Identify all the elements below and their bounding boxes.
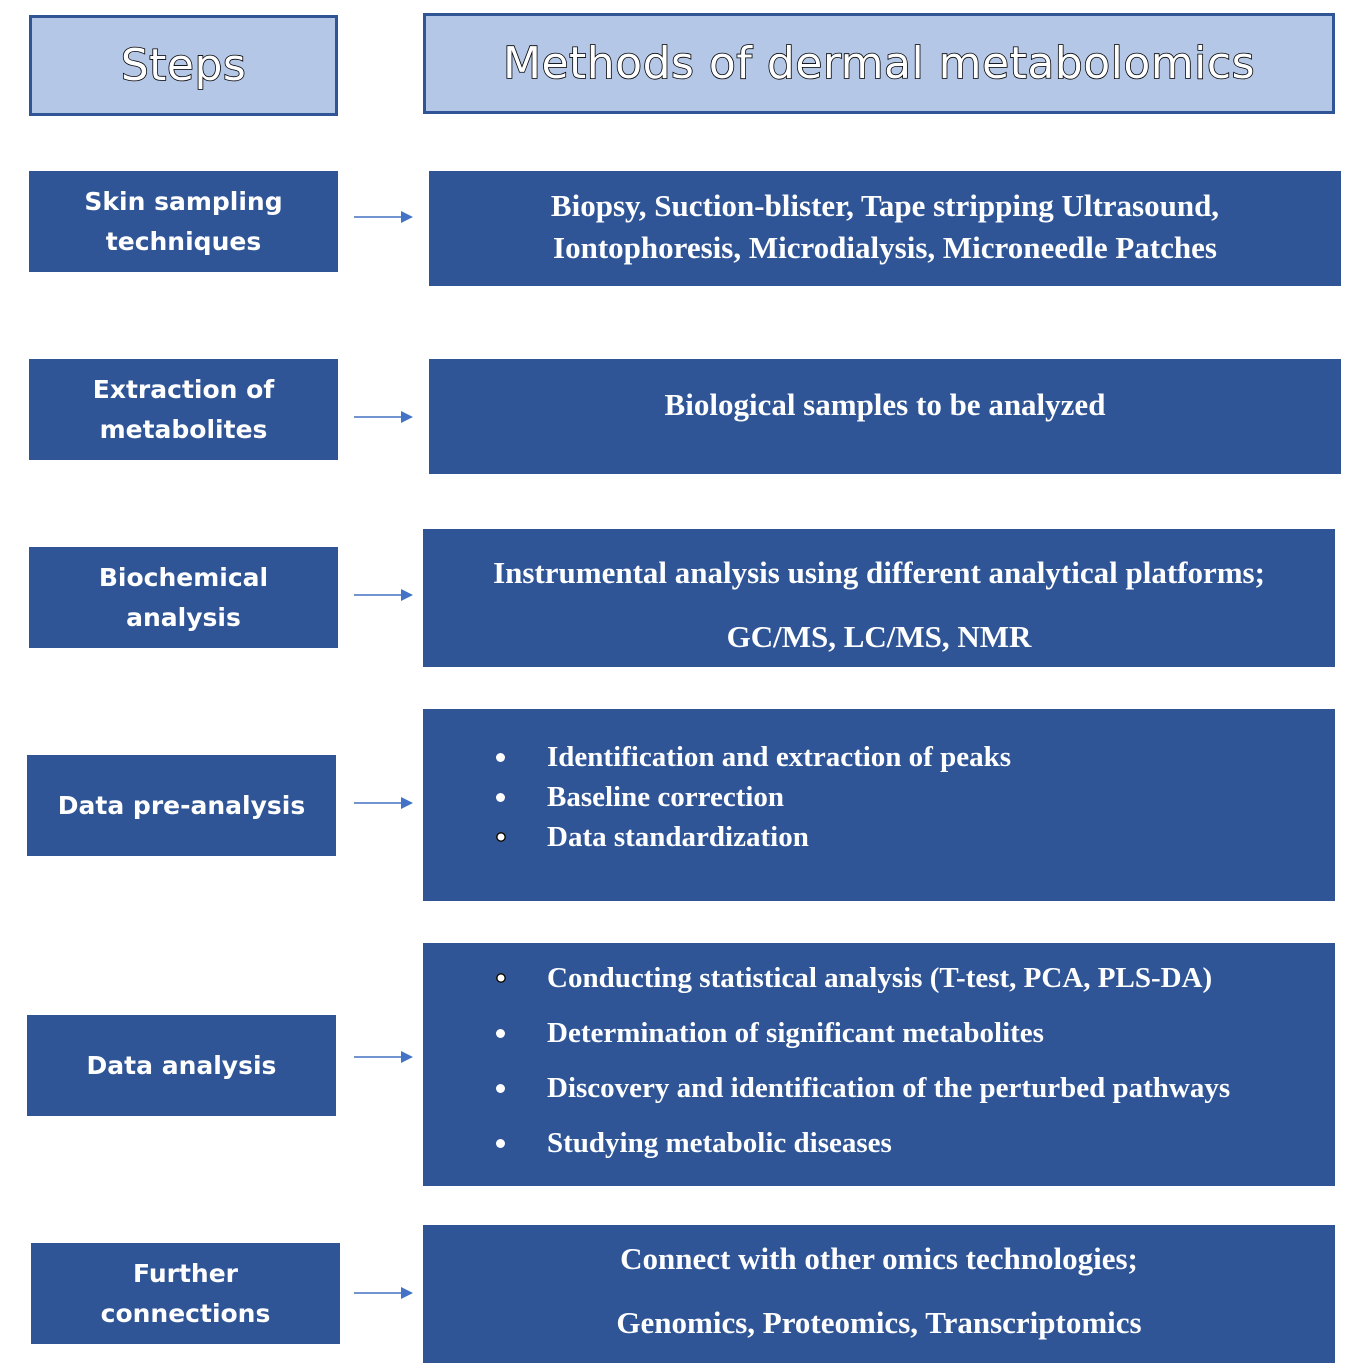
step-skin-sampling: Skin sampling techniques xyxy=(29,171,338,272)
bullet-icon xyxy=(496,832,506,842)
step-label: Skin sampling techniques xyxy=(84,186,283,256)
list-item-text: Studying metabolic diseases xyxy=(547,1127,892,1159)
list-item: Studying metabolic diseases xyxy=(423,1122,1335,1164)
bullet-icon xyxy=(496,1139,505,1148)
bullet-list: Identification and extraction of peaks B… xyxy=(423,737,1335,857)
list-item: Identification and extraction of peaks xyxy=(423,737,1335,777)
list-item: Discovery and identification of the pert… xyxy=(423,1067,1335,1109)
list-item-text: Data standardization xyxy=(547,821,809,853)
step-label: Extraction of metabolites xyxy=(92,374,275,444)
step-data-analysis: Data analysis xyxy=(27,1015,336,1116)
step-biochemical: Biochemical analysis xyxy=(29,547,338,648)
list-item-text: Baseline correction xyxy=(547,781,785,813)
arrow-icon xyxy=(354,411,413,423)
method-skin-sampling: Biopsy, Suction-blister, Tape stripping … xyxy=(429,171,1341,286)
method-line: GC/MS, LC/MS, NMR xyxy=(726,619,1032,654)
steps-header-label: Steps xyxy=(120,39,247,92)
step-label: Data analysis xyxy=(86,1050,277,1080)
bullet-icon xyxy=(496,1029,505,1038)
step-label: Data pre-analysis xyxy=(57,790,306,820)
list-item-text: Determination of significant metabolites xyxy=(547,1017,1044,1049)
list-item-text: Identification and extraction of peaks xyxy=(547,741,1011,773)
method-biochemical: Instrumental analysis using different an… xyxy=(423,529,1335,667)
bullet-list: Conducting statistical analysis (T-test,… xyxy=(423,957,1335,1164)
method-data-pre-analysis: Identification and extraction of peaks B… xyxy=(423,709,1335,901)
methods-header-label: Methods of dermal metabolomics xyxy=(502,37,1256,90)
method-line: Instrumental analysis using different an… xyxy=(493,555,1265,590)
list-item-text: Conducting statistical analysis (T-test,… xyxy=(547,962,1213,994)
list-item: Baseline correction xyxy=(423,777,1335,817)
step-label: Further connections xyxy=(100,1258,271,1328)
method-further-connections: Connect with other omics technologies; G… xyxy=(423,1225,1335,1363)
bullet-icon xyxy=(496,973,506,983)
method-line: Connect with other omics technologies; xyxy=(620,1241,1138,1276)
arrow-icon xyxy=(354,589,413,601)
list-item: Determination of significant metabolites xyxy=(423,1012,1335,1054)
arrow-icon xyxy=(354,797,413,809)
methods-header: Methods of dermal metabolomics xyxy=(423,13,1335,114)
method-line: Biopsy, Suction-blister, Tape stripping … xyxy=(550,188,1220,223)
bullet-icon xyxy=(496,753,505,762)
list-item: Conducting statistical analysis (T-test,… xyxy=(423,957,1335,999)
arrow-icon xyxy=(354,211,413,223)
step-data-pre-analysis: Data pre-analysis xyxy=(27,755,336,856)
step-further-connections: Further connections xyxy=(31,1243,340,1344)
arrow-icon xyxy=(354,1287,413,1299)
bullet-icon xyxy=(496,793,505,802)
arrow-icon xyxy=(354,1051,413,1063)
steps-header: Steps xyxy=(29,15,338,116)
step-label: Biochemical analysis xyxy=(98,562,269,632)
bullet-icon xyxy=(496,1084,505,1093)
method-line: Genomics, Proteomics, Transcriptomics xyxy=(616,1305,1142,1340)
method-line: Iontophoresis, Microdialysis, Microneedl… xyxy=(553,230,1217,265)
list-item-text: Discovery and identification of the pert… xyxy=(547,1072,1231,1104)
method-line: Biological samples to be analyzed xyxy=(664,387,1106,422)
method-extraction: Biological samples to be analyzed xyxy=(429,359,1341,474)
list-item: Data standardization xyxy=(423,817,1335,857)
method-data-analysis: Conducting statistical analysis (T-test,… xyxy=(423,943,1335,1186)
step-extraction: Extraction of metabolites xyxy=(29,359,338,460)
